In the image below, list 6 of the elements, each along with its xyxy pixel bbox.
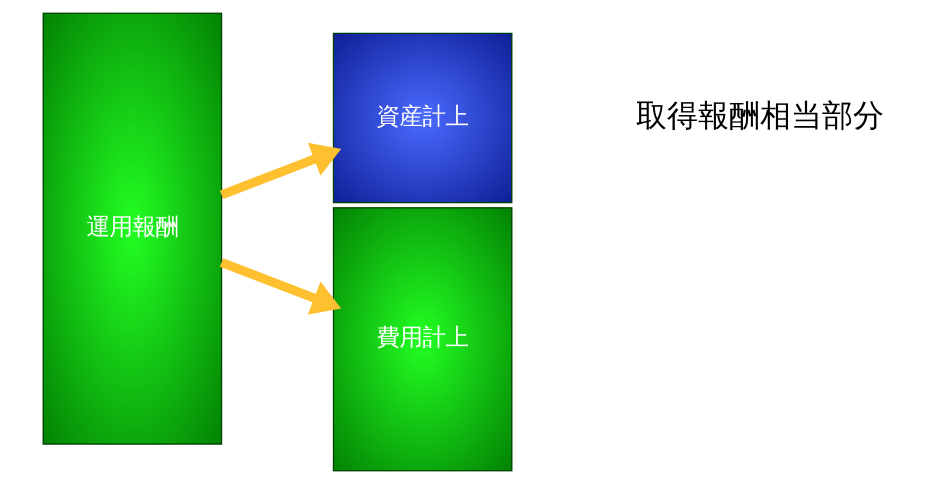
node-box: 運用報酬 xyxy=(42,12,222,445)
label: 取得報酬相当部分 xyxy=(635,98,884,134)
arrow xyxy=(219,258,341,315)
node-box: 費用計上 xyxy=(332,207,512,472)
node-box: 資産計上 xyxy=(332,32,512,204)
arrow xyxy=(219,142,341,200)
